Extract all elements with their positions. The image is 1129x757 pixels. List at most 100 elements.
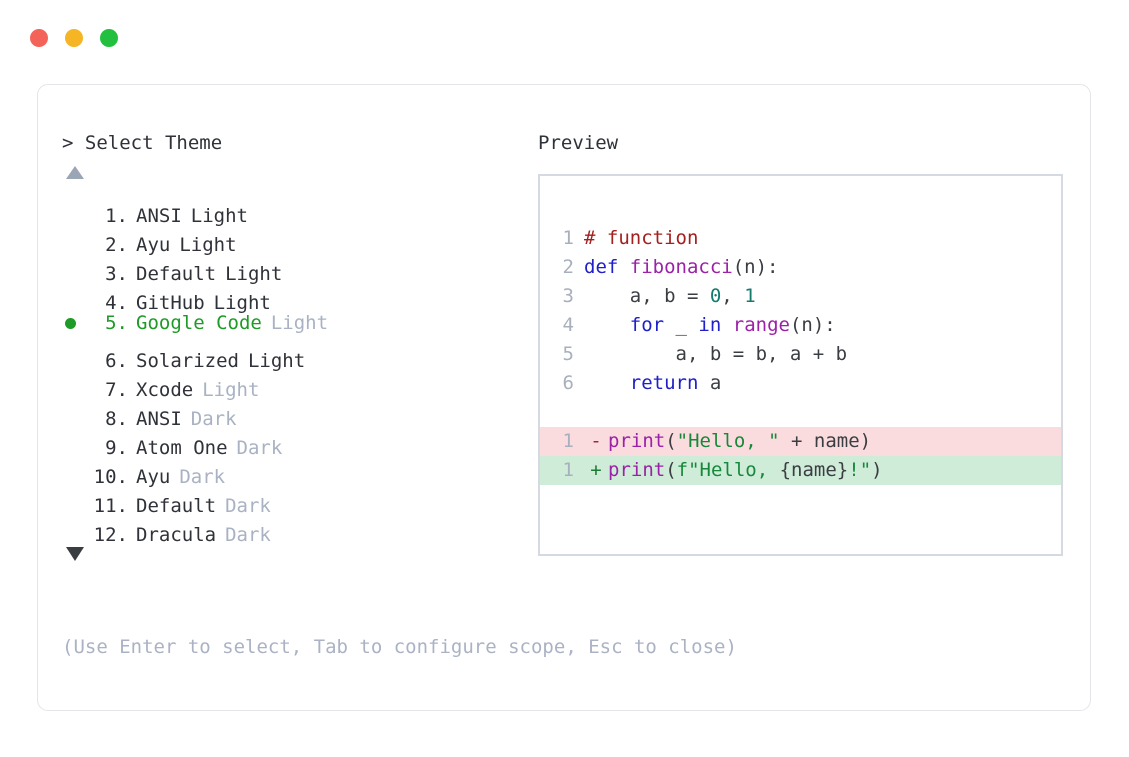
theme-item-name: Ayu bbox=[136, 466, 171, 488]
code-token: , bbox=[721, 285, 745, 307]
selection-bullet-slot bbox=[62, 251, 90, 280]
theme-item-index: 12. bbox=[93, 524, 128, 546]
code-token: ( bbox=[665, 459, 677, 481]
minimize-window-button[interactable] bbox=[65, 29, 83, 47]
theme-list-item[interactable]: 7. Xcode Light bbox=[62, 367, 532, 401]
theme-item-variant: Dark bbox=[179, 466, 226, 488]
diff-marker: - bbox=[590, 430, 602, 452]
close-window-button[interactable] bbox=[30, 29, 48, 47]
code-token: 1 bbox=[744, 285, 756, 307]
keyboard-hint: (Use Enter to select, Tab to configure s… bbox=[62, 636, 737, 658]
theme-item-variant: Dark bbox=[225, 524, 271, 546]
code-token: _ bbox=[664, 314, 699, 336]
theme-item-name: Atom One bbox=[136, 437, 228, 459]
code-token: (n): bbox=[732, 256, 779, 278]
code-token: range bbox=[732, 314, 790, 336]
selection-bullet-slot bbox=[62, 483, 90, 512]
diff-marker: + bbox=[590, 459, 602, 481]
triangle-down-icon[interactable] bbox=[66, 547, 84, 561]
code-token: in bbox=[698, 314, 722, 336]
code-token: a, b = b, a + b bbox=[584, 343, 848, 365]
code-token: (n): bbox=[789, 314, 836, 336]
theme-item-index: 5. bbox=[105, 312, 128, 334]
theme-item-index: 7. bbox=[105, 379, 128, 401]
line-number: 4 bbox=[562, 314, 574, 336]
code-line-text: return a bbox=[584, 369, 722, 398]
selection-bullet-slot bbox=[62, 396, 90, 425]
diff-line-text: print("Hello, " + name) bbox=[608, 427, 871, 456]
code-token: "Hello, " bbox=[676, 430, 780, 452]
theme-item-name: Xcode bbox=[136, 379, 194, 401]
theme-item-name: Solarized bbox=[136, 350, 239, 372]
line-number: 6 bbox=[562, 372, 574, 394]
theme-item-variant: Dark bbox=[190, 408, 237, 430]
code-token bbox=[584, 372, 630, 394]
theme-item-index: 2. bbox=[105, 234, 128, 256]
theme-item-variant: Dark bbox=[236, 437, 283, 459]
line-number: 3 bbox=[562, 285, 574, 307]
code-token: !" bbox=[848, 459, 872, 481]
code-token: a bbox=[698, 372, 722, 394]
diff-line-del: 1-print("Hello, " + name) bbox=[540, 427, 1061, 456]
code-line-text: a, b = 0, 1 bbox=[584, 282, 756, 311]
code-line: 2 def fibonacci(n): bbox=[540, 253, 1061, 282]
code-line-text: a, b = b, a + b bbox=[584, 340, 848, 369]
code-token bbox=[721, 314, 732, 336]
theme-item-name: ANSI bbox=[136, 408, 182, 430]
theme-item-variant: Light bbox=[213, 292, 271, 314]
theme-item-index: 9. bbox=[105, 437, 128, 459]
theme-item-index: 11. bbox=[93, 495, 128, 517]
theme-list-item[interactable]: 9. Atom One Dark bbox=[62, 425, 532, 459]
code-token: {name} bbox=[779, 459, 849, 481]
line-number: 1 bbox=[562, 227, 574, 249]
theme-list-item[interactable]: 2. Ayu Light bbox=[62, 222, 532, 256]
code-line-text: def fibonacci(n): bbox=[584, 253, 778, 282]
theme-item-name: Google Code bbox=[136, 312, 262, 334]
code-line: 1 # function bbox=[540, 224, 1061, 253]
code-token: a, b = bbox=[584, 285, 710, 307]
code-token: def bbox=[584, 256, 630, 278]
window-titlebar bbox=[30, 29, 118, 47]
code-token: print bbox=[608, 430, 666, 452]
code-token bbox=[584, 314, 630, 336]
code-token: print bbox=[608, 459, 666, 481]
theme-item-name: Ayu bbox=[136, 234, 171, 256]
zoom-window-button[interactable] bbox=[100, 29, 118, 47]
theme-item-index: 10. bbox=[93, 466, 128, 488]
theme-item-variant: Light bbox=[202, 379, 260, 401]
code-line: 6 return a bbox=[540, 369, 1061, 398]
code-token: return bbox=[629, 372, 699, 394]
theme-list-item[interactable]: 6. Solarized Light bbox=[62, 338, 532, 372]
theme-item-name: ANSI bbox=[136, 205, 182, 227]
theme-item-index: 6. bbox=[105, 350, 128, 372]
theme-item-name: Default bbox=[136, 263, 217, 285]
selection-bullet-slot bbox=[62, 222, 90, 251]
triangle-up-icon[interactable] bbox=[66, 166, 84, 179]
theme-item-variant: Light bbox=[179, 234, 237, 256]
line-number: 5 bbox=[562, 343, 574, 365]
code-line: 3 a, b = 0, 1 bbox=[540, 282, 1061, 311]
code-line: 5 a, b = b, a + b bbox=[540, 340, 1061, 369]
preview-title: Preview bbox=[538, 132, 619, 154]
code-line: 4 for _ in range(n): bbox=[540, 311, 1061, 340]
select-theme-prompt: > Select Theme bbox=[62, 132, 223, 154]
theme-item-variant: Light bbox=[247, 350, 306, 372]
theme-list-item[interactable]: 10. Ayu Dark bbox=[62, 454, 532, 488]
code-token: f"Hello, bbox=[676, 459, 780, 481]
theme-item-variant: Dark bbox=[225, 495, 271, 517]
line-number: 2 bbox=[562, 256, 574, 278]
code-token: ) bbox=[871, 459, 883, 481]
code-token: # function bbox=[584, 227, 699, 249]
